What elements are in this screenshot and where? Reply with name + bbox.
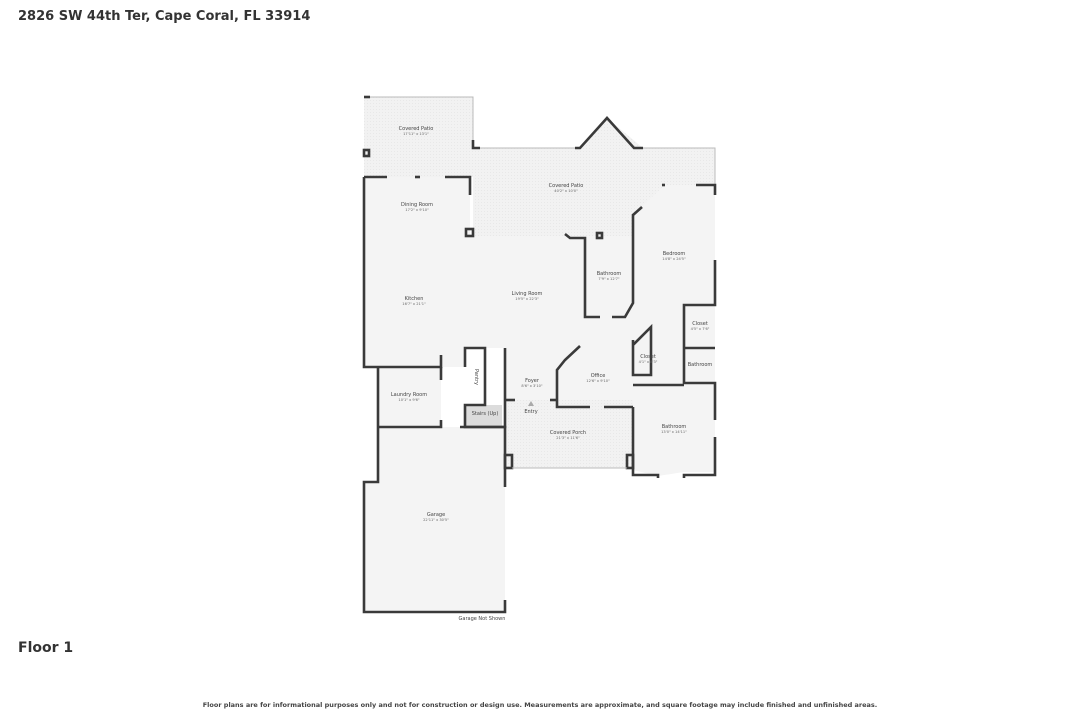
entry-arrow-icon [528, 401, 534, 406]
room-dims: 16'7" x 21'1" [402, 302, 426, 306]
room-dims: 4'5" x 7'6" [691, 327, 710, 331]
stairs-area [465, 405, 502, 427]
room-dims: 13'0" x 14'11" [661, 430, 687, 434]
walls [362, 95, 717, 614]
room-dims: 40'2" x 10'0" [554, 189, 578, 193]
room-name: Bathroom [688, 362, 713, 368]
room-name: Covered Patio [399, 126, 434, 132]
covered-patio-large-area [473, 118, 715, 236]
room-name: Closet [692, 321, 708, 327]
room-dims: 17'2" x 9'10" [405, 208, 429, 212]
room-dims: 14'8" x 24'5" [662, 257, 686, 261]
room-dims: 12'6" x 9'10" [586, 379, 610, 383]
room-fills [364, 97, 715, 612]
room-dims: 8'6" x 3'10" [521, 384, 542, 388]
laundry-area [378, 367, 441, 427]
main-interior-area [364, 177, 715, 407]
room-name: Covered Patio [549, 183, 584, 189]
room-name: Covered Porch [550, 430, 586, 436]
room-name: Living Room [512, 291, 543, 297]
room-dims: 7'9" x 12'7" [598, 277, 619, 281]
room-name: Pantry [473, 369, 479, 385]
bathroom-area [633, 385, 715, 476]
covered-porch-area [505, 400, 633, 468]
room-name: Bedroom [663, 251, 686, 257]
garage-note: Garage Not Shown [459, 616, 506, 622]
room-labels: Covered Patio 17'11" x 13'1" Covered Pat… [391, 126, 713, 622]
room-dims: 4'1" x 8'3" [639, 360, 658, 364]
room-name: Foyer [525, 378, 540, 384]
room-name: Kitchen [405, 296, 424, 302]
room-name: Closet [640, 354, 656, 360]
room-name: Bathroom [662, 424, 687, 430]
room-name: Stairs (Up) [472, 411, 499, 417]
room-name: Dining Room [401, 202, 433, 208]
covered-patio-small-area [364, 97, 473, 177]
garage-area [364, 427, 505, 612]
room-name: Bathroom [597, 271, 622, 277]
room-dims: 10'1" x 9'6" [398, 398, 419, 402]
room-name: Laundry Room [391, 392, 427, 398]
room-dims: 21'3" x 11'6" [556, 436, 580, 440]
floor-label: Floor 1 [18, 640, 74, 656]
room-dims: 17'11" x 13'1" [403, 132, 429, 136]
disclaimer: Floor plans are for informational purpos… [202, 701, 878, 709]
room-name: Garage [427, 512, 445, 518]
room-dims: 19'5" x 22'3" [515, 297, 539, 301]
room-name: Office [591, 373, 606, 379]
room-dims: 22'11" x 30'5" [423, 518, 449, 522]
address-title: 2826 SW 44th Ter, Cape Coral, FL 33914 [18, 9, 311, 24]
entry-label: Entry [524, 409, 537, 415]
